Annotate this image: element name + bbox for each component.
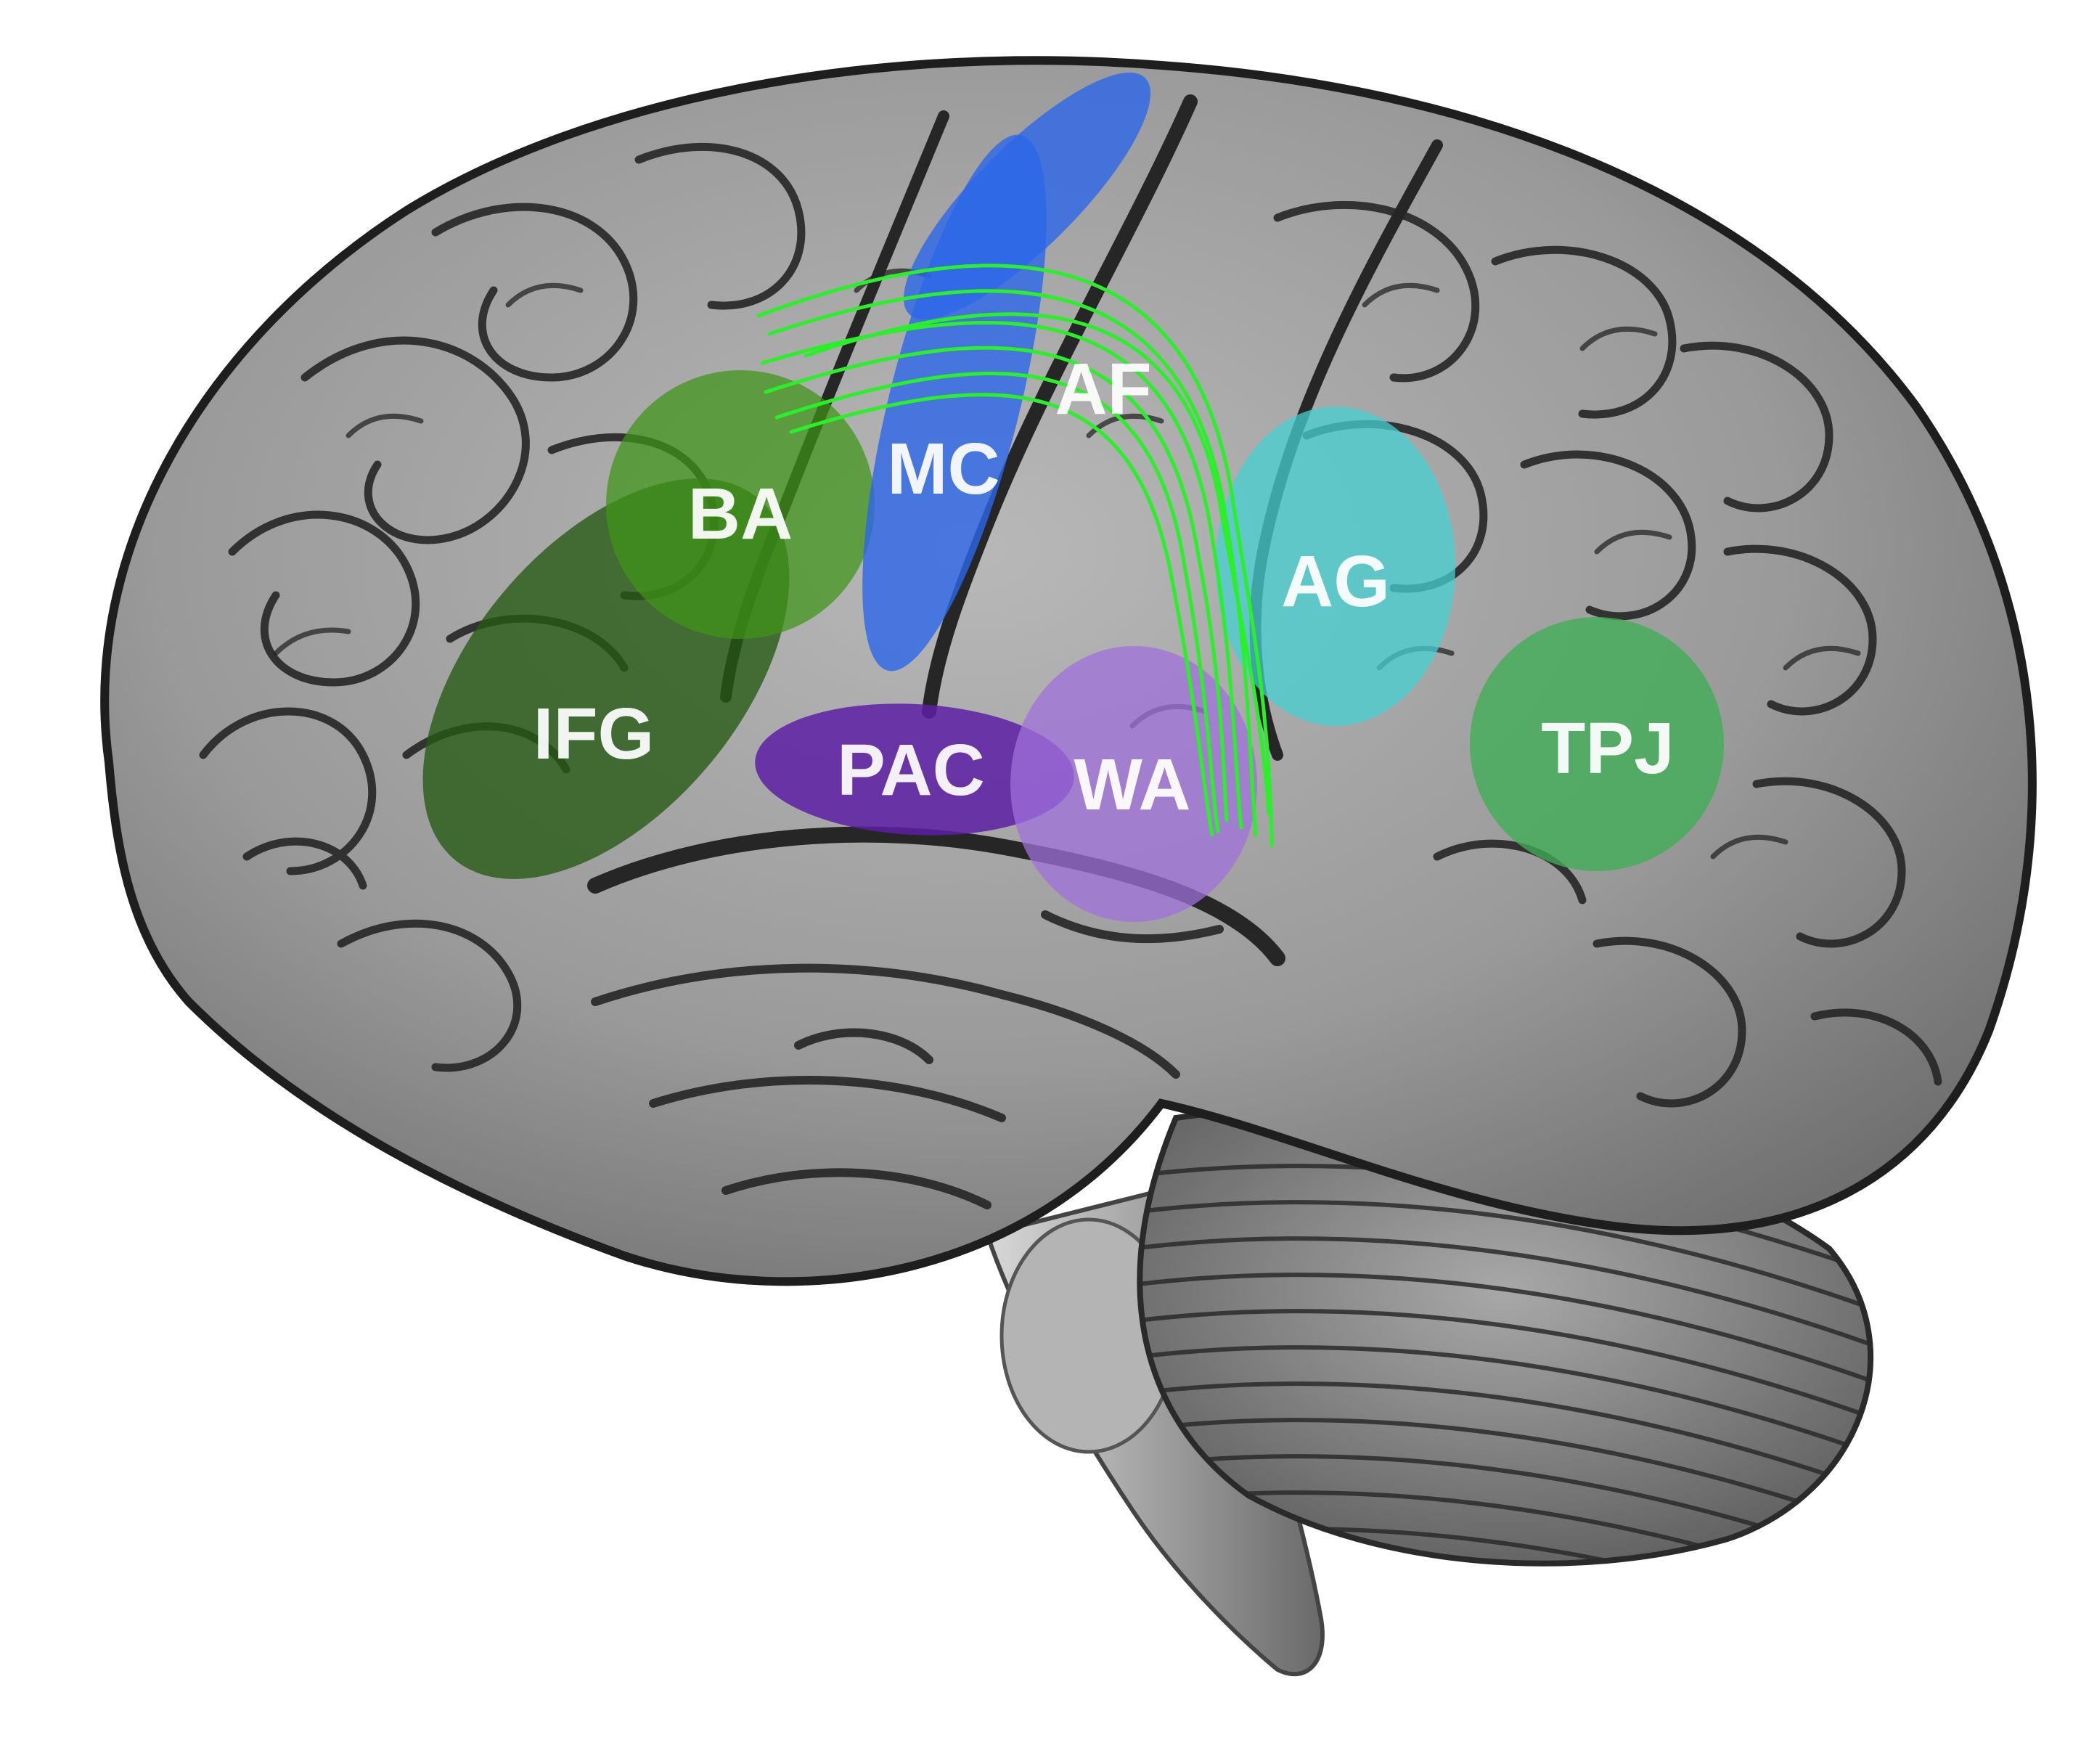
mc-label: MC [887, 428, 1000, 510]
tpj-label: TPJ [1541, 708, 1674, 789]
af-label: AF [1055, 348, 1151, 430]
wa-label: WA [1074, 744, 1190, 825]
af-fiber [767, 289, 1258, 837]
af-fiber [760, 320, 1243, 830]
tpj-region [1470, 617, 1724, 871]
af-fiber [756, 264, 1274, 848]
ba-region [606, 370, 875, 639]
ag-region [1216, 407, 1455, 726]
af-fiber [774, 372, 1220, 833]
region-overlays [422, 73, 1724, 922]
pac-label: PAC [837, 730, 985, 811]
af-fiber [804, 312, 1271, 815]
mc-region [862, 134, 1047, 671]
pac-region [755, 703, 1074, 836]
region-labels: IFG BA MC PAC WA AG TPJ AF [533, 348, 1675, 825]
af-fiber [764, 346, 1229, 822]
ag-label: AG [1281, 541, 1390, 622]
af-fiber-bundle [756, 264, 1274, 848]
af-fiber [789, 393, 1214, 837]
ifg-label: IFG [533, 693, 655, 775]
ba-label: BA [688, 473, 793, 555]
